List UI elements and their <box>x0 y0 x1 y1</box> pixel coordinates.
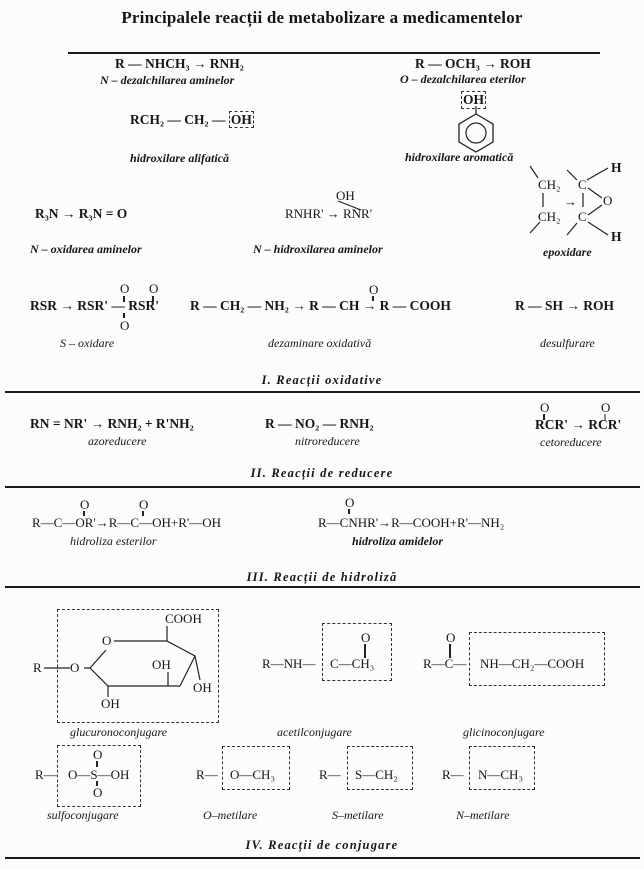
r-group: R—NH— <box>262 656 316 671</box>
reaction-label: nitroreducere <box>295 434 360 448</box>
reaction-label: N – dezalchilarea aminelor <box>100 73 235 87</box>
methyl-group: O—CH₃ <box>230 767 275 782</box>
reaction-label: dezaminare oxidativă <box>268 336 372 350</box>
r-group: R <box>33 660 42 675</box>
reaction-label: N – oxidarea aminelor <box>30 242 142 256</box>
reaction-label: epoxidare <box>543 245 592 259</box>
reaction-label: N–metilare <box>456 808 510 822</box>
reaction-formula: RCR' → RCR' <box>535 417 622 432</box>
section-heading: III. Reacții de hidroliză <box>246 570 398 584</box>
methyl-group: S—CH₂ <box>355 767 398 782</box>
hydrogen: H <box>611 160 622 175</box>
page-title: Principalele reacții de metabolizare a m… <box>121 8 523 27</box>
reaction-label: hidroxilare aromatică <box>405 150 514 164</box>
oxygen: O <box>149 281 159 296</box>
section-heading: IV. Reacții de conjugare <box>245 838 399 852</box>
reaction-label: O – dezalchilarea eterilor <box>400 72 526 86</box>
oxygen: O <box>345 495 355 510</box>
hydroxyl-group: OH <box>101 696 120 711</box>
section-rule <box>5 486 640 488</box>
reaction-label: glucuronoconjugare <box>70 725 168 739</box>
hydroxyl-group: OH <box>193 680 212 695</box>
carboxyl-group: COOH <box>165 611 202 626</box>
carbon: C <box>578 177 587 192</box>
reaction-formula: R — NO₂ — RNH₂ <box>265 416 374 431</box>
reaction-label: S – oxidare <box>60 336 115 350</box>
hydroxyl-group: OH <box>152 657 171 672</box>
reaction-formula: R—CNHR'→R—COOH+R'—NH₂ <box>318 515 505 530</box>
title-rule <box>68 52 600 54</box>
reaction-formula: RN = NR' → RNH₂ + R'NH₂ <box>30 416 194 431</box>
oxygen: O <box>93 785 103 800</box>
oxygen: O <box>540 400 550 415</box>
ch2-group: CH₂ <box>538 209 561 224</box>
oxygen: O <box>361 630 371 645</box>
methyl-group: N—CH₃ <box>478 767 523 782</box>
reaction-label: N – hidroxilarea aminelor <box>253 242 383 256</box>
oxygen: O <box>601 400 611 415</box>
reaction-label: hidroxilare alifatică <box>130 151 229 165</box>
reaction-formula: R — OCH₃ → ROH <box>415 56 531 71</box>
reaction-formula: R — SH → ROH <box>515 298 615 313</box>
section-heading: I. Reacții oxidative <box>261 373 383 387</box>
reaction-label: azoreducere <box>88 434 147 448</box>
acetyl-group: C—CH₃ <box>330 656 375 671</box>
sulfate-group: O—S—OH <box>68 767 130 782</box>
reaction-formula: R₃N → R₃N = O <box>35 206 128 221</box>
hydroxyl-box: OH <box>461 91 487 109</box>
oxygen: O <box>603 193 613 208</box>
arrow: → <box>564 194 577 209</box>
glycine-group: NH—CH₂—COOH <box>480 656 585 671</box>
r-group: R— <box>442 767 464 782</box>
reaction-formula: R — CH₂ — NH₂ → R — CH → R — COOH <box>190 298 451 313</box>
reaction-formula: RCH₂ — CH₂ — <box>130 112 226 127</box>
oxygen: O <box>93 747 103 762</box>
oxygen: O <box>120 281 130 296</box>
reaction-label: hidroliza esterilor <box>70 534 157 548</box>
r-group: R— <box>35 767 57 782</box>
oxygen: O <box>446 630 456 645</box>
hydroxyl-group: OH <box>336 188 355 203</box>
oxygen: O <box>139 497 149 512</box>
reaction-formula: R—C—OR'→R—C—OH+R'—OH <box>32 515 221 530</box>
reaction-label: glicinoconjugare <box>463 725 545 739</box>
reaction-label: acetilconjugare <box>277 725 352 739</box>
ring-oxygen: O <box>102 633 112 648</box>
section-rule <box>5 586 640 588</box>
reaction-label: O–metilare <box>203 808 258 822</box>
oxygen: O <box>120 318 130 333</box>
oxygen: O <box>80 497 90 512</box>
hydrogen: H <box>611 229 622 244</box>
reaction-label: hidroliza amidelor <box>352 534 444 548</box>
r-group: R—C— <box>423 656 467 671</box>
reaction-formula: R — NHCH₃ → RNH₂ <box>115 56 244 71</box>
carbon: C <box>578 209 587 224</box>
reaction-formula: RNHR' → RNR' <box>285 206 373 221</box>
reaction-formula: RSR → RSR' — RSR' <box>30 298 160 313</box>
oxygen: O <box>369 282 379 297</box>
ch2-group: CH₂ <box>538 177 561 192</box>
r-group: R— <box>196 767 218 782</box>
reaction-label: S–metilare <box>332 808 384 822</box>
oxygen: O <box>70 660 80 675</box>
section-heading: II. Reacții de reducere <box>250 466 394 480</box>
hydroxyl-box: OH <box>228 111 254 128</box>
reaction-label: desulfurare <box>540 336 595 350</box>
section-rule <box>5 391 640 393</box>
section-rule <box>5 857 640 859</box>
r-group: R— <box>319 767 341 782</box>
reaction-label: cetoreducere <box>540 435 602 449</box>
reaction-label: sulfoconjugare <box>47 808 119 822</box>
